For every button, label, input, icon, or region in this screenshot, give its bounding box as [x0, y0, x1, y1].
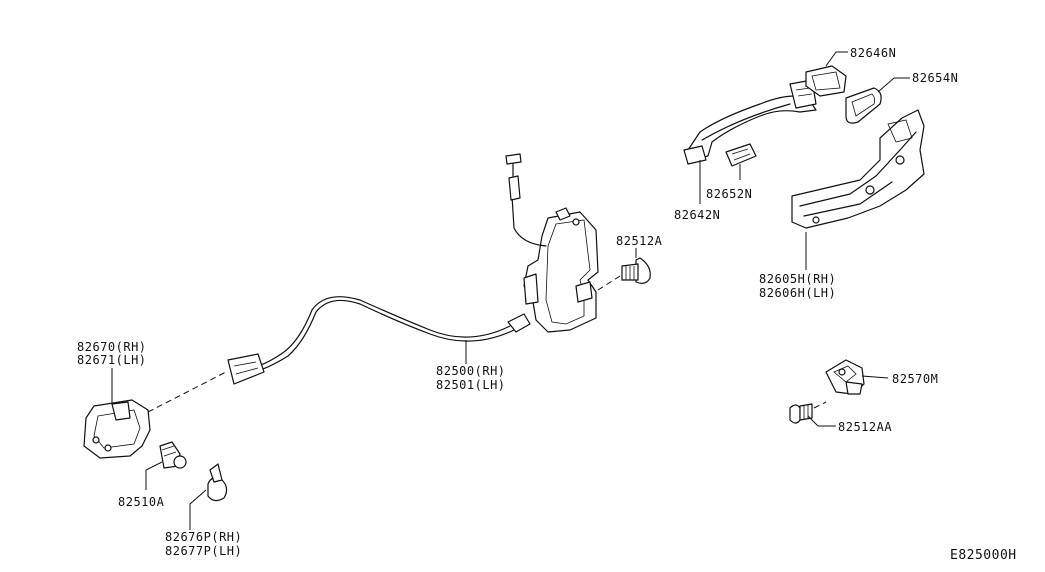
label-82676P: 82676P(RH)	[165, 530, 242, 544]
label-82652N: 82652N	[706, 187, 752, 201]
handle-bracket-82605H	[791, 109, 925, 229]
screw-82512AA	[789, 401, 827, 424]
striker-82570M	[825, 359, 865, 395]
label-82677P: 82677P(LH)	[165, 544, 242, 558]
label-82570M: 82570M	[892, 372, 938, 386]
cap-82676P	[207, 463, 228, 502]
label-82510A: 82510A	[118, 495, 165, 509]
label-82646N: 82646N	[850, 46, 896, 60]
label-82670: 82670(RH)	[77, 340, 147, 354]
label-82642N: 82642N	[674, 208, 720, 222]
label-82501: 82501(LH)	[436, 378, 506, 392]
label-82654N: 82654N	[912, 71, 958, 85]
screw-82512A	[597, 257, 651, 291]
label-82500: 82500(RH)	[436, 364, 506, 378]
inside-door-handle	[83, 371, 227, 459]
label-82512A: 82512A	[616, 234, 663, 248]
label-82605H: 82605H(RH)	[759, 272, 836, 286]
label-82606H: 82606H(LH)	[759, 286, 836, 300]
handle-escutcheon-82646N	[805, 65, 847, 97]
gasket-82652N	[725, 143, 757, 167]
inside-handle-cable	[227, 296, 515, 385]
label-82512AA: 82512AA	[838, 420, 892, 434]
leader-lines	[111, 51, 910, 530]
screw-82510A	[159, 441, 187, 469]
gasket-82654N	[845, 87, 882, 124]
label-82671: 82671(LH)	[77, 353, 147, 367]
diagram-code: E825000H	[950, 548, 1017, 563]
door-lock-actuator	[505, 153, 599, 333]
